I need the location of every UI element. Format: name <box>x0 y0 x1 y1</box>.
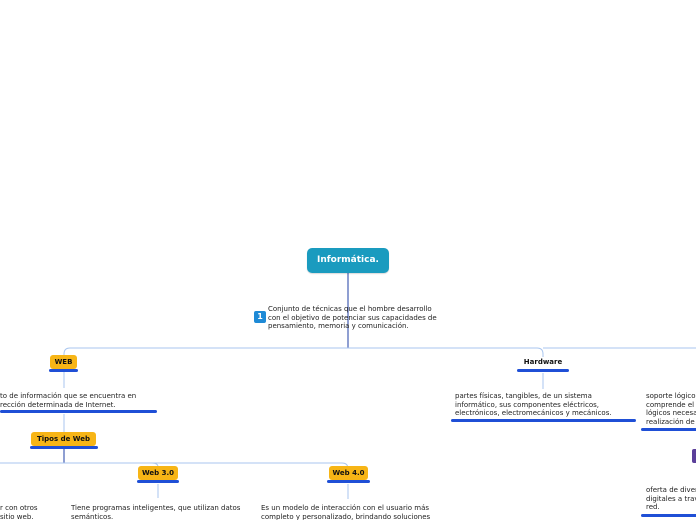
topic-web-4-0-underline <box>327 480 370 483</box>
web-3-0-description[interactable]: Tiene programas inteligentes, que utiliz… <box>71 504 241 520</box>
web-description-underline <box>0 410 157 413</box>
topic-web-underline <box>49 369 78 372</box>
number-one-icon: 1 <box>254 311 266 323</box>
topic-web-4-0[interactable]: Web 4.0 <box>329 466 368 480</box>
software-description[interactable]: soporte lógico comprende el lógicos nece… <box>646 392 696 426</box>
hardware-description[interactable]: partes físicas, tangibles, de un sistema… <box>455 392 612 418</box>
topic-web-3-0[interactable]: Web 3.0 <box>138 466 178 480</box>
hardware-description-underline <box>451 419 636 422</box>
connector-bus-hardware <box>348 347 544 357</box>
tipos-left-fragment[interactable]: r con otros sitio web. <box>0 504 38 520</box>
topic-hardware[interactable]: Hardware <box>523 358 563 366</box>
topic-hardware-underline <box>517 369 569 372</box>
connector-bus-left <box>63 347 348 356</box>
topic-web-3-0-underline <box>137 480 179 483</box>
internet-description[interactable]: oferta de diver digitales a trav red. <box>646 486 696 512</box>
web-4-0-description[interactable]: Es un modelo de interacción con el usuar… <box>261 504 431 520</box>
software-description-underline <box>641 428 696 431</box>
topic-tipos-de-web[interactable]: Tipos de Web <box>31 432 96 446</box>
web-description[interactable]: to de información que se encuentra en re… <box>0 392 137 409</box>
topic-tipos-de-web-underline <box>30 446 98 449</box>
internet-description-underline <box>641 514 696 517</box>
collapsed-topic-marker[interactable] <box>692 449 696 463</box>
root-description[interactable]: Conjunto de técnicas que el hombre desar… <box>268 305 437 331</box>
topic-web[interactable]: WEB <box>50 355 77 369</box>
root-topic[interactable]: Informática. <box>307 248 389 273</box>
